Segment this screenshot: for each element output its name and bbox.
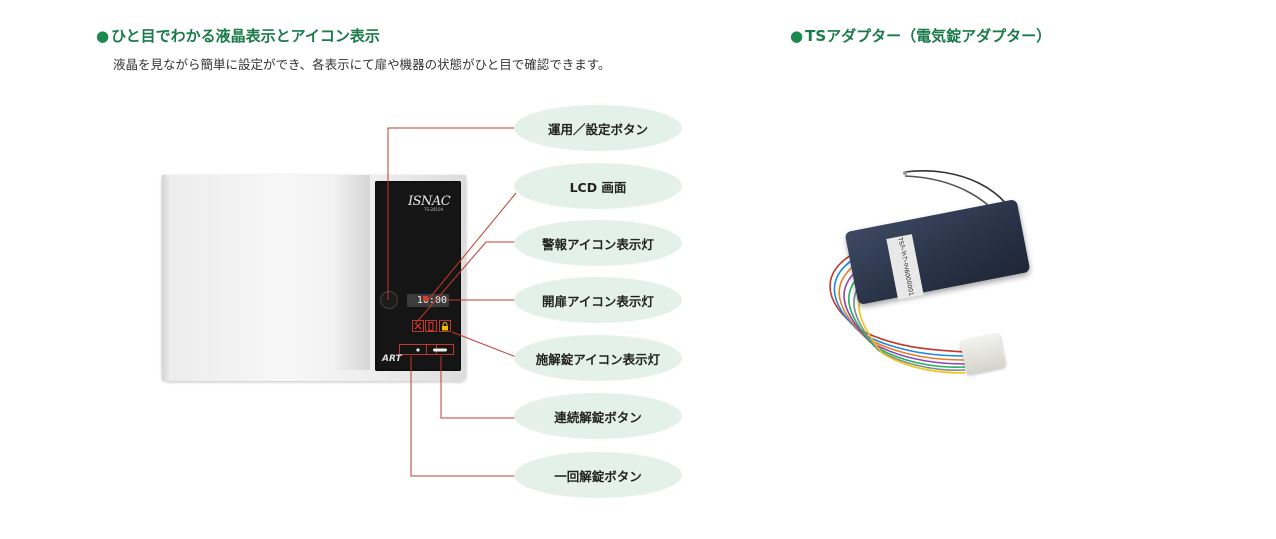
door-open-icon <box>425 320 437 332</box>
callout-single-unlock-button: 一回解錠ボタン <box>514 452 682 498</box>
lcd-indicator <box>423 296 428 301</box>
adapter-label-line1: TSアダプタ <box>896 236 910 270</box>
leader-line-single <box>410 356 516 477</box>
brand-logo: ISNAC <box>408 194 451 209</box>
device-edge <box>162 175 172 381</box>
continuous-unlock-button[interactable] <box>426 344 454 355</box>
callout-lock-icon-lamp: 施解錠アイコン表示灯 <box>514 335 682 381</box>
right-section-title-text: TSアダプター（電気錠アダプター） <box>805 27 1052 45</box>
leader-line-continuous <box>440 356 516 419</box>
leader-line-operation <box>387 127 516 300</box>
maker-mark: ART <box>382 354 402 364</box>
operation-setting-button[interactable] <box>380 291 398 309</box>
callout-continuous-unlock-button: 連続解錠ボタン <box>514 393 682 439</box>
leader-line-lcd <box>427 192 517 301</box>
control-panel <box>375 181 461 371</box>
lock-icon <box>439 320 451 332</box>
callout-operation-setting-button: 運用／設定ボタン <box>514 105 682 151</box>
bullet-icon: ● <box>790 27 804 45</box>
right-section-title: ●TSアダプター（電気錠アダプター） <box>790 25 1051 46</box>
bullet-icon: ● <box>96 27 110 45</box>
leader-line-lock <box>451 331 517 358</box>
brand-model: TS-2810A <box>424 207 444 212</box>
leader-line-alarm <box>415 241 516 324</box>
callout-lcd-screen: LCD 画面 <box>514 163 682 209</box>
left-section-description: 液晶を見ながら簡単に設定ができ、各表示にて扉や機器の状態がひと目で確認できます。 <box>113 57 611 72</box>
left-section-title-text: ひと目でわかる液晶表示とアイコン表示 <box>111 27 380 45</box>
left-section-title: ●ひと目でわかる液晶表示とアイコン表示 <box>96 25 380 46</box>
callout-alarm-icon-lamp: 警報アイコン表示灯 <box>514 220 682 266</box>
callout-door-open-icon-lamp: 開扉アイコン表示灯 <box>514 277 682 323</box>
device-cover-curve <box>330 175 370 370</box>
adapter-label-line2: I6000001 <box>902 267 915 298</box>
